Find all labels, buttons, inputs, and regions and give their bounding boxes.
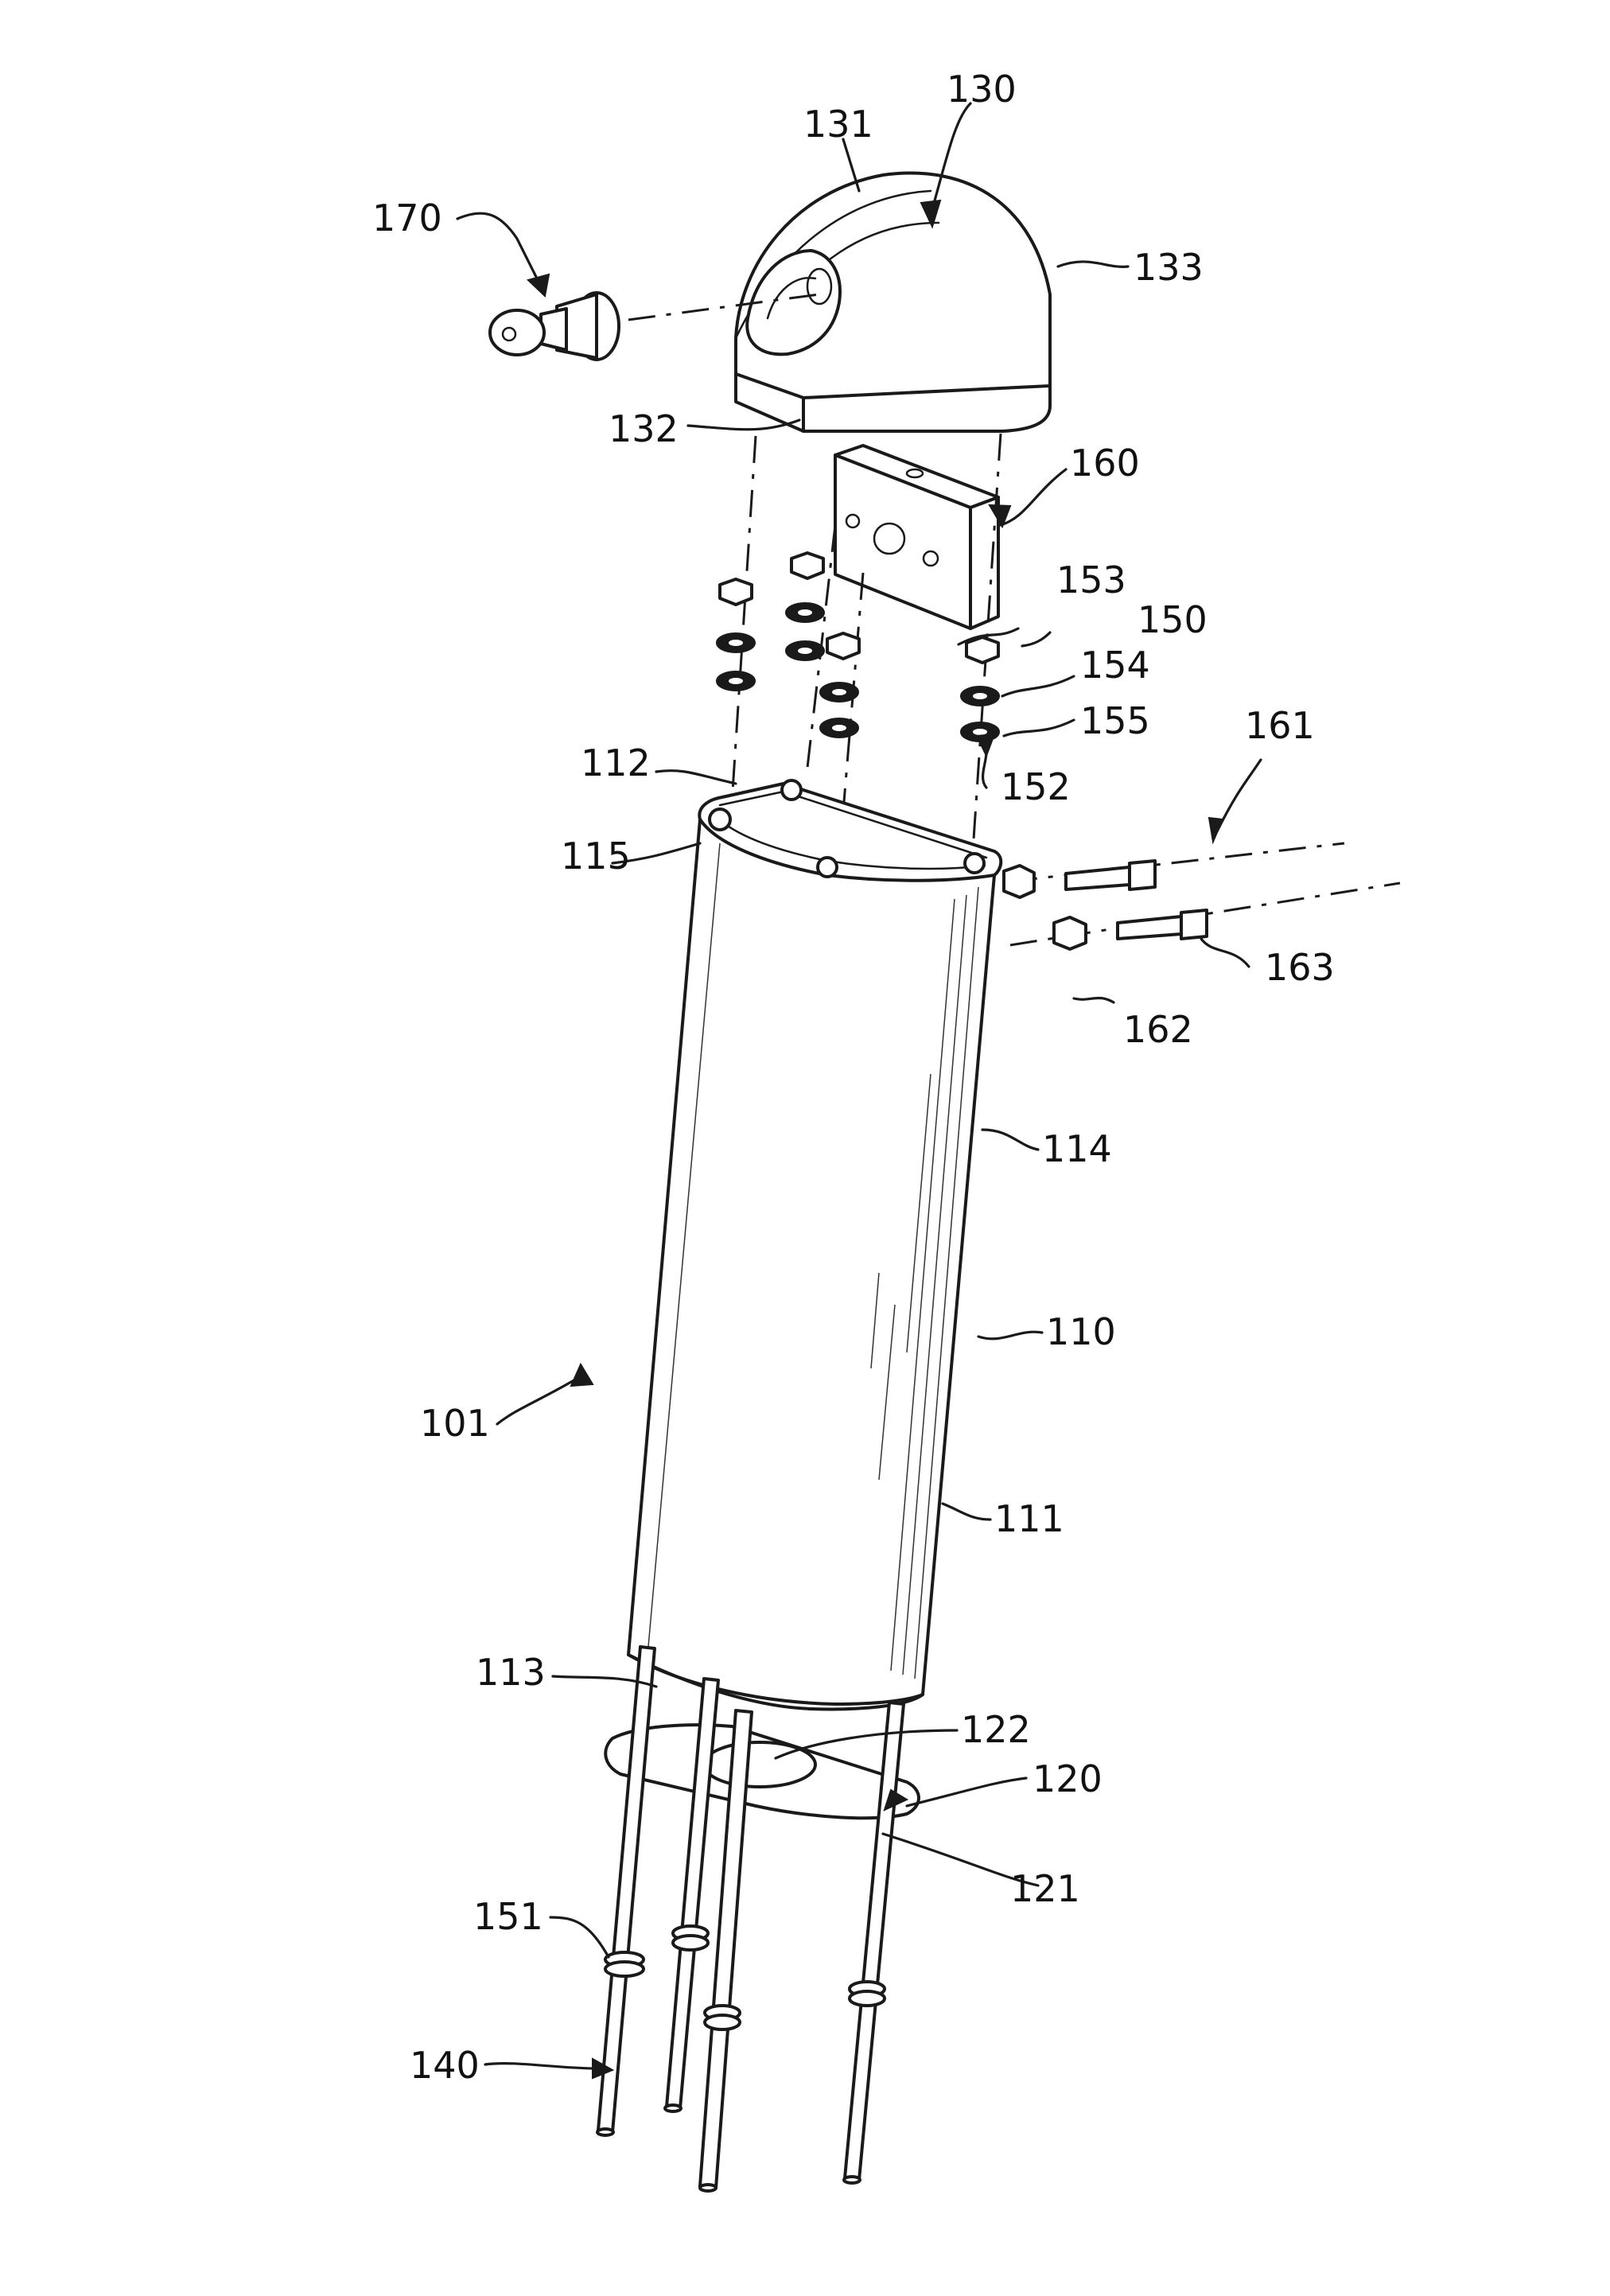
label-154: 154 [1080,644,1150,687]
tubular-body [628,780,1001,1709]
label-111: 111 [994,1497,1064,1540]
label-161: 161 [1245,704,1315,747]
label-112: 112 [581,741,651,784]
side-bolts [1004,861,1207,949]
label-150: 150 [1138,598,1208,641]
label-152: 152 [1001,765,1071,808]
label-122: 122 [961,1708,1031,1751]
label-162: 162 [1123,1008,1193,1051]
label-131: 131 [803,103,873,146]
label-160: 160 [1070,442,1140,484]
label-130: 130 [947,68,1017,111]
label-121: 121 [1010,1867,1080,1910]
label-170: 170 [372,197,442,239]
label-101: 101 [420,1402,490,1445]
support-block [835,446,998,628]
label-132: 132 [609,407,679,450]
base-plate [605,1725,919,1818]
threaded-rods [597,1647,904,2191]
label-133: 133 [1134,246,1204,289]
label-153: 153 [1056,558,1126,601]
label-163: 163 [1265,946,1335,989]
label-120: 120 [1032,1757,1102,1800]
label-110: 110 [1046,1310,1116,1353]
label-113: 113 [476,1651,546,1694]
label-155: 155 [1080,699,1150,742]
label-115: 115 [561,835,631,878]
dome-cap [736,173,1050,431]
label-114: 114 [1042,1127,1112,1170]
label-140: 140 [410,2044,480,2087]
label-151: 151 [473,1895,543,1938]
